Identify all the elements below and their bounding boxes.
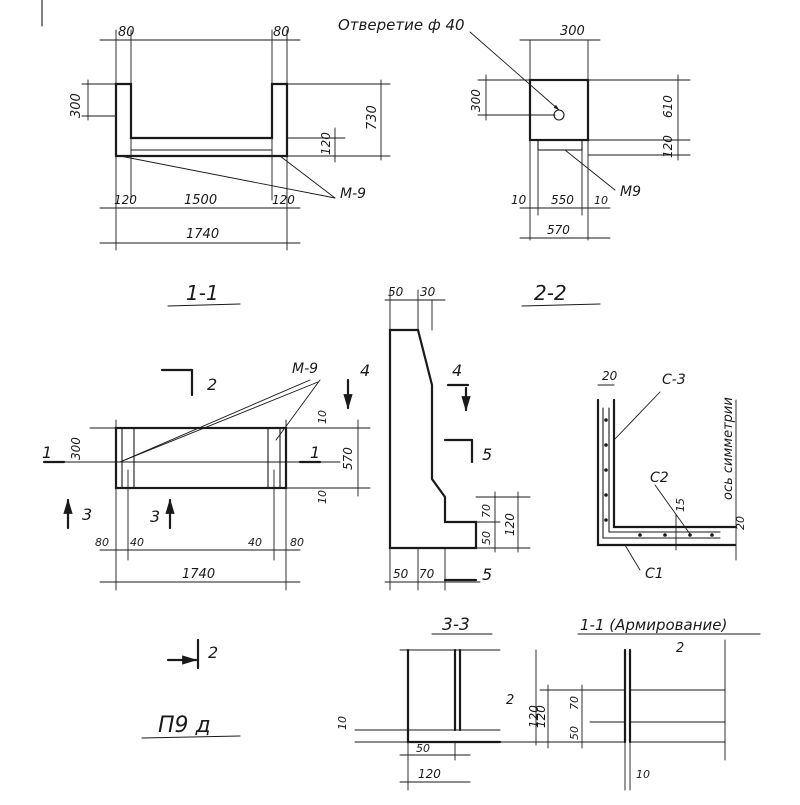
side-dim-50-bottom: 50 (393, 567, 409, 581)
v2-hole-note: Отверетие ф 40 (338, 16, 465, 34)
v1-dim-top-right: 80 (273, 25, 290, 40)
rebar-inner-outline (612, 398, 737, 529)
side-mark-4-right: 4 (452, 361, 462, 380)
v1-dim-730: 730 (365, 105, 380, 130)
plan-mark-1-right: 1 (310, 443, 320, 462)
plan-mark-3-right: 3 (150, 507, 160, 526)
rebar-label-c1: С1 (645, 566, 664, 582)
view-2-section: Отверетие ф 40 300 300 610 120 10 550 10… (338, 16, 691, 241)
plan-mark-1-left: 1 (42, 443, 52, 462)
view-1-elevation: 80 80 300 730 120 120 1500 120 1740 М-9 (69, 25, 391, 251)
rebar-outer-outline (596, 398, 737, 547)
section-1-1-reinforcement: 1-1 (Армирование) 2 120 70 50 10 (534, 616, 761, 791)
v1-dim-b-mid: 1500 (184, 193, 217, 208)
v2-dim-top: 300 (560, 24, 585, 39)
plan-dim-10-top: 10 (316, 410, 329, 424)
plan-mark-2-bottom: 2 (208, 643, 218, 662)
plan-dim-40-left: 40 (130, 536, 144, 549)
s11a-dim-2: 2 (676, 641, 684, 656)
plan-dim-1740: 1740 (182, 567, 215, 582)
s11a-dim-120: 120 (534, 705, 548, 728)
s11a-dim-10: 10 (636, 768, 650, 781)
s33-dim-50: 50 (416, 742, 430, 755)
v2-dim-10a: 10 (511, 193, 527, 207)
plan-callout-m9: М-9 (292, 361, 318, 377)
plan-dim-570: 570 (341, 447, 355, 470)
v1-dim-total: 1740 (186, 227, 219, 242)
rebar-label-c2: С2 (650, 470, 669, 486)
s11a-dim-70: 70 (568, 696, 581, 710)
plan-mark-3-left: 3 (82, 505, 92, 524)
view2-tab (537, 139, 583, 151)
plan-dim-80-left: 80 (95, 536, 109, 549)
product-mark-underline (141, 735, 241, 739)
v2-dim-550: 550 (551, 193, 574, 207)
view2-hole (553, 109, 565, 121)
title-section-3-3: 3-3 (442, 615, 470, 635)
v1-dim-b-left: 120 (114, 193, 137, 207)
rebar-label-axis: ось симметрии (721, 397, 736, 500)
s11a-dim-50: 50 (568, 726, 581, 740)
v2-dim-120: 120 (661, 135, 675, 158)
rebar-c1-bar (602, 407, 721, 539)
side-section-outline (388, 328, 478, 550)
v1-dim-b-right: 120 (272, 193, 295, 207)
title-section-2-2: 2-2 (534, 281, 567, 305)
side-dim-70-bottom: 70 (419, 567, 435, 581)
product-mark: П9 д (158, 713, 211, 738)
plan-outline (114, 426, 288, 490)
rebar-detail: 20 С-3 С2 С1 15 20 ось симметрии (596, 369, 747, 582)
side-mark-5-bottom: 5 (482, 565, 492, 584)
title-section-1-1: 1-1 (186, 281, 219, 305)
plan-dim-10-bottom: 10 (316, 490, 329, 504)
plan-dim-40-right: 40 (248, 536, 262, 549)
rebar-dim-20: 20 (734, 516, 747, 530)
rebar-dim-15: 15 (674, 498, 687, 512)
side-dim-50: 50 (388, 285, 404, 299)
s33-dim-120-bottom: 120 (418, 767, 441, 781)
side-mark-4-left: 4 (360, 361, 370, 380)
v2-dim-left: 300 (469, 89, 483, 112)
section-3-3: 3-3 2 120 10 50 120 (336, 615, 546, 791)
rebar-dim-20-top: 20 (602, 369, 618, 383)
s33-dim-2: 2 (506, 693, 514, 708)
rebar-c3-bar (608, 407, 721, 533)
v1-dim-120-web: 120 (319, 132, 333, 155)
side-dim-50-right: 50 (480, 531, 493, 545)
v1-callout-m9: М-9 (340, 186, 366, 202)
rebar-label-c3: С-3 (662, 372, 686, 388)
plan-view: М-9 300 10 570 10 80 40 40 80 1740 1 1 2… (42, 361, 371, 670)
plan-mark-2: 2 (207, 375, 217, 394)
side-dim-70: 70 (480, 504, 493, 518)
v2-dim-610: 610 (661, 95, 675, 118)
side-section: 50 30 70 120 50 50 70 4 4 5 5 (360, 285, 531, 591)
side-mark-5-top: 5 (482, 445, 492, 464)
v2-dim-10b: 10 (594, 194, 608, 207)
s33-dim-120-right: 120 (527, 705, 541, 728)
s33-dim-10: 10 (336, 716, 349, 730)
plan-dim-300: 300 (69, 437, 83, 460)
v1-dim-300: 300 (69, 93, 84, 118)
v2-callout-m9: М9 (620, 184, 641, 200)
title-section-1-1-reinforcement: 1-1 (Армирование) (580, 616, 727, 634)
side-dim-30: 30 (420, 285, 436, 299)
v2-dim-570: 570 (547, 223, 570, 237)
v1-dim-top-left: 80 (118, 25, 135, 40)
side-dim-120: 120 (503, 513, 517, 536)
plan-dim-80-right: 80 (290, 536, 304, 549)
view1-outline (114, 82, 289, 158)
